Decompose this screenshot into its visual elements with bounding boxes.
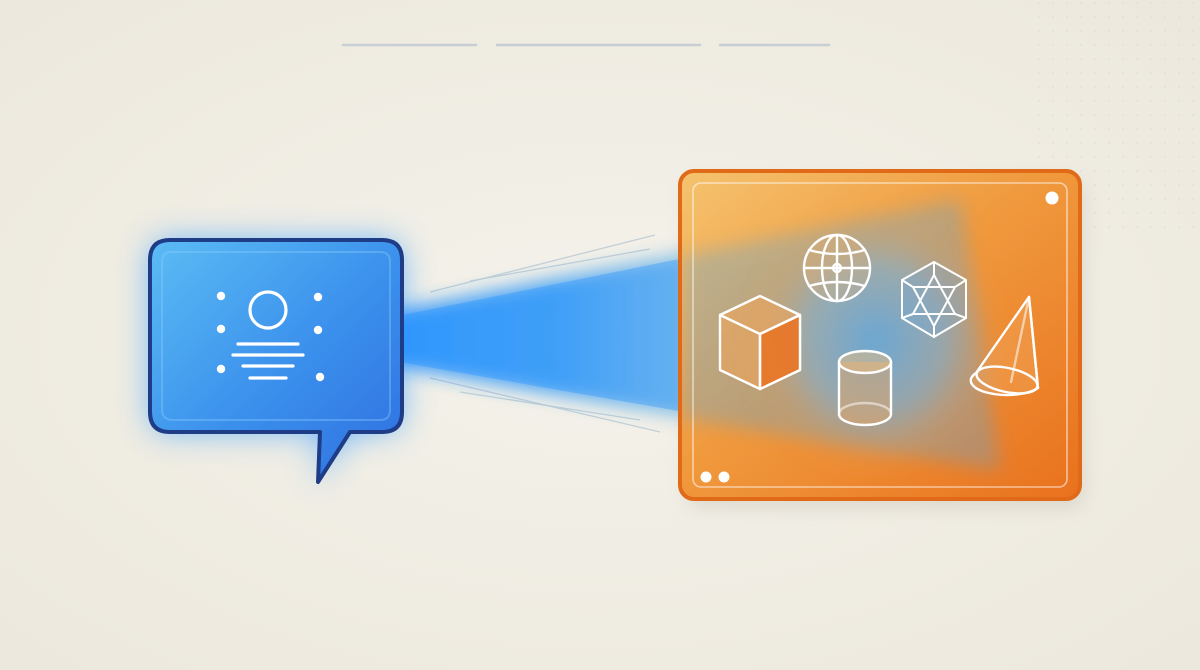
perspective-lines	[429, 234, 661, 433]
cylinder-icon	[837, 349, 893, 427]
chat-bubble	[148, 238, 404, 484]
panel-status-dot-2	[718, 471, 730, 483]
icosahedron-icon	[901, 261, 967, 338]
geometric-shapes	[718, 233, 1040, 427]
shape-panel	[678, 169, 1082, 501]
wireframe-globe-icon	[802, 233, 872, 303]
panel-status-dot-1	[700, 471, 712, 483]
cone-icon	[969, 295, 1040, 397]
panel-corner-dot	[1045, 191, 1059, 205]
bubble-dots	[216, 291, 325, 382]
person-with-text-lines-icon	[231, 290, 305, 380]
cube-icon	[718, 294, 802, 391]
